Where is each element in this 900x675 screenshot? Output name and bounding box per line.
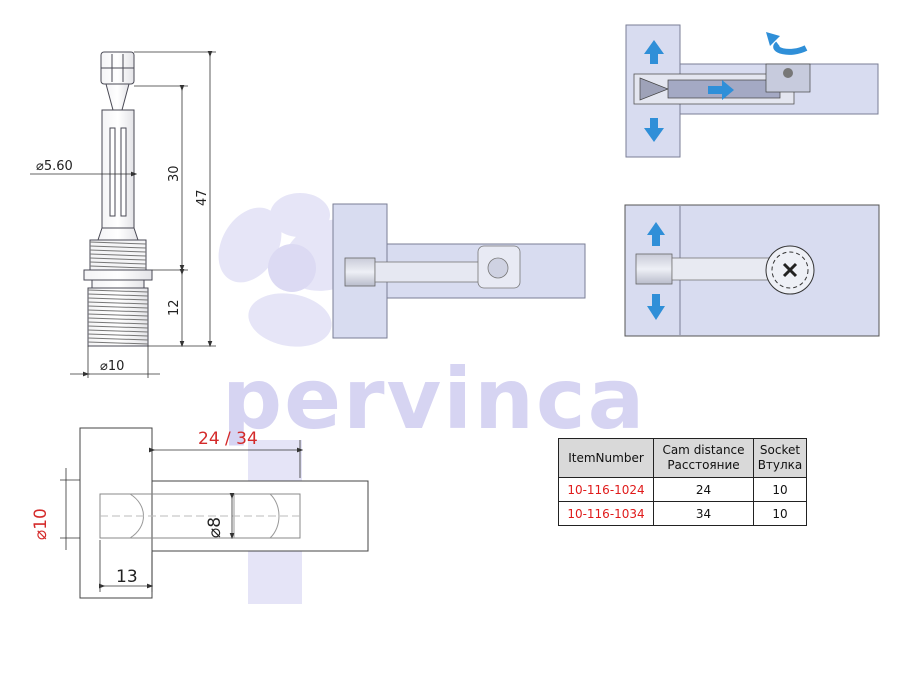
blue-arrow-down-icon xyxy=(644,118,664,142)
dim-length-47: 47 xyxy=(195,189,210,206)
table-row: 10-116-1034 34 10 xyxy=(558,501,807,526)
thread-line xyxy=(89,253,147,257)
dim-length-30: 30 xyxy=(167,165,182,182)
header-label: ItemNumber xyxy=(568,450,644,465)
table-row: 10-116-1024 24 10 xyxy=(558,477,807,502)
thread-line xyxy=(87,321,149,325)
dim-diameter-base: ⌀10 xyxy=(100,359,124,374)
watermark-text: pervinca xyxy=(222,350,646,448)
dim-diameter-shank: ⌀5.60 xyxy=(36,159,73,174)
dim-cam-distance: 24 / 34 xyxy=(198,429,258,449)
thread-line xyxy=(87,333,149,337)
thread-line xyxy=(89,241,147,245)
blue-arrow-up-icon xyxy=(644,40,664,64)
thread-line xyxy=(87,313,149,317)
thread-line xyxy=(89,257,147,261)
thread-line xyxy=(87,289,149,293)
thread-line xyxy=(87,337,149,341)
header-item-number: ItemNumber xyxy=(558,438,654,478)
thread-line xyxy=(87,341,149,345)
cell-socket: 10 xyxy=(753,477,807,502)
dim-diameter-pin: ⌀8 xyxy=(205,517,225,538)
blue-arrow-up-icon-2 xyxy=(647,222,665,246)
header-label: Cam distance xyxy=(662,443,745,457)
header-label: Socket xyxy=(759,443,801,457)
bolt-threads xyxy=(87,241,149,345)
thread-line xyxy=(89,245,147,249)
dim-length-12: 12 xyxy=(167,299,182,316)
rotate-arrow-icon xyxy=(766,32,808,55)
thread-line xyxy=(87,305,149,309)
thread-line xyxy=(87,293,149,297)
dimension-lines-bore xyxy=(60,440,304,592)
thread-line xyxy=(89,265,147,269)
blue-arrow-right-icon xyxy=(708,80,734,100)
assembly-center-view xyxy=(332,203,586,339)
thread-line xyxy=(89,261,147,265)
dimension-lines-bolt xyxy=(30,50,216,378)
cell-cam-distance: 24 xyxy=(653,477,754,502)
thread-line xyxy=(87,309,149,313)
assembly-section-view xyxy=(625,24,879,158)
header-sublabel: Втулка xyxy=(757,458,803,472)
thread-line xyxy=(87,301,149,305)
cell-cam-distance: 34 xyxy=(653,501,754,526)
thread-line xyxy=(87,329,149,333)
dim-depth-13: 13 xyxy=(116,567,138,587)
thread-line xyxy=(87,325,149,329)
thread-line xyxy=(87,297,149,301)
cell-item-number: 10-116-1024 xyxy=(558,477,654,502)
assembly-top-view xyxy=(624,204,880,337)
header-sublabel: Расстояние xyxy=(667,458,740,472)
bore-drawing xyxy=(79,427,369,599)
cell-socket: 10 xyxy=(753,501,807,526)
dim-diameter-bore: ⌀10 xyxy=(31,508,51,540)
thread-line xyxy=(89,249,147,253)
cell-item-number: 10-116-1034 xyxy=(558,501,654,526)
thread-line xyxy=(87,317,149,321)
blue-arrow-down-icon-2 xyxy=(647,294,665,320)
